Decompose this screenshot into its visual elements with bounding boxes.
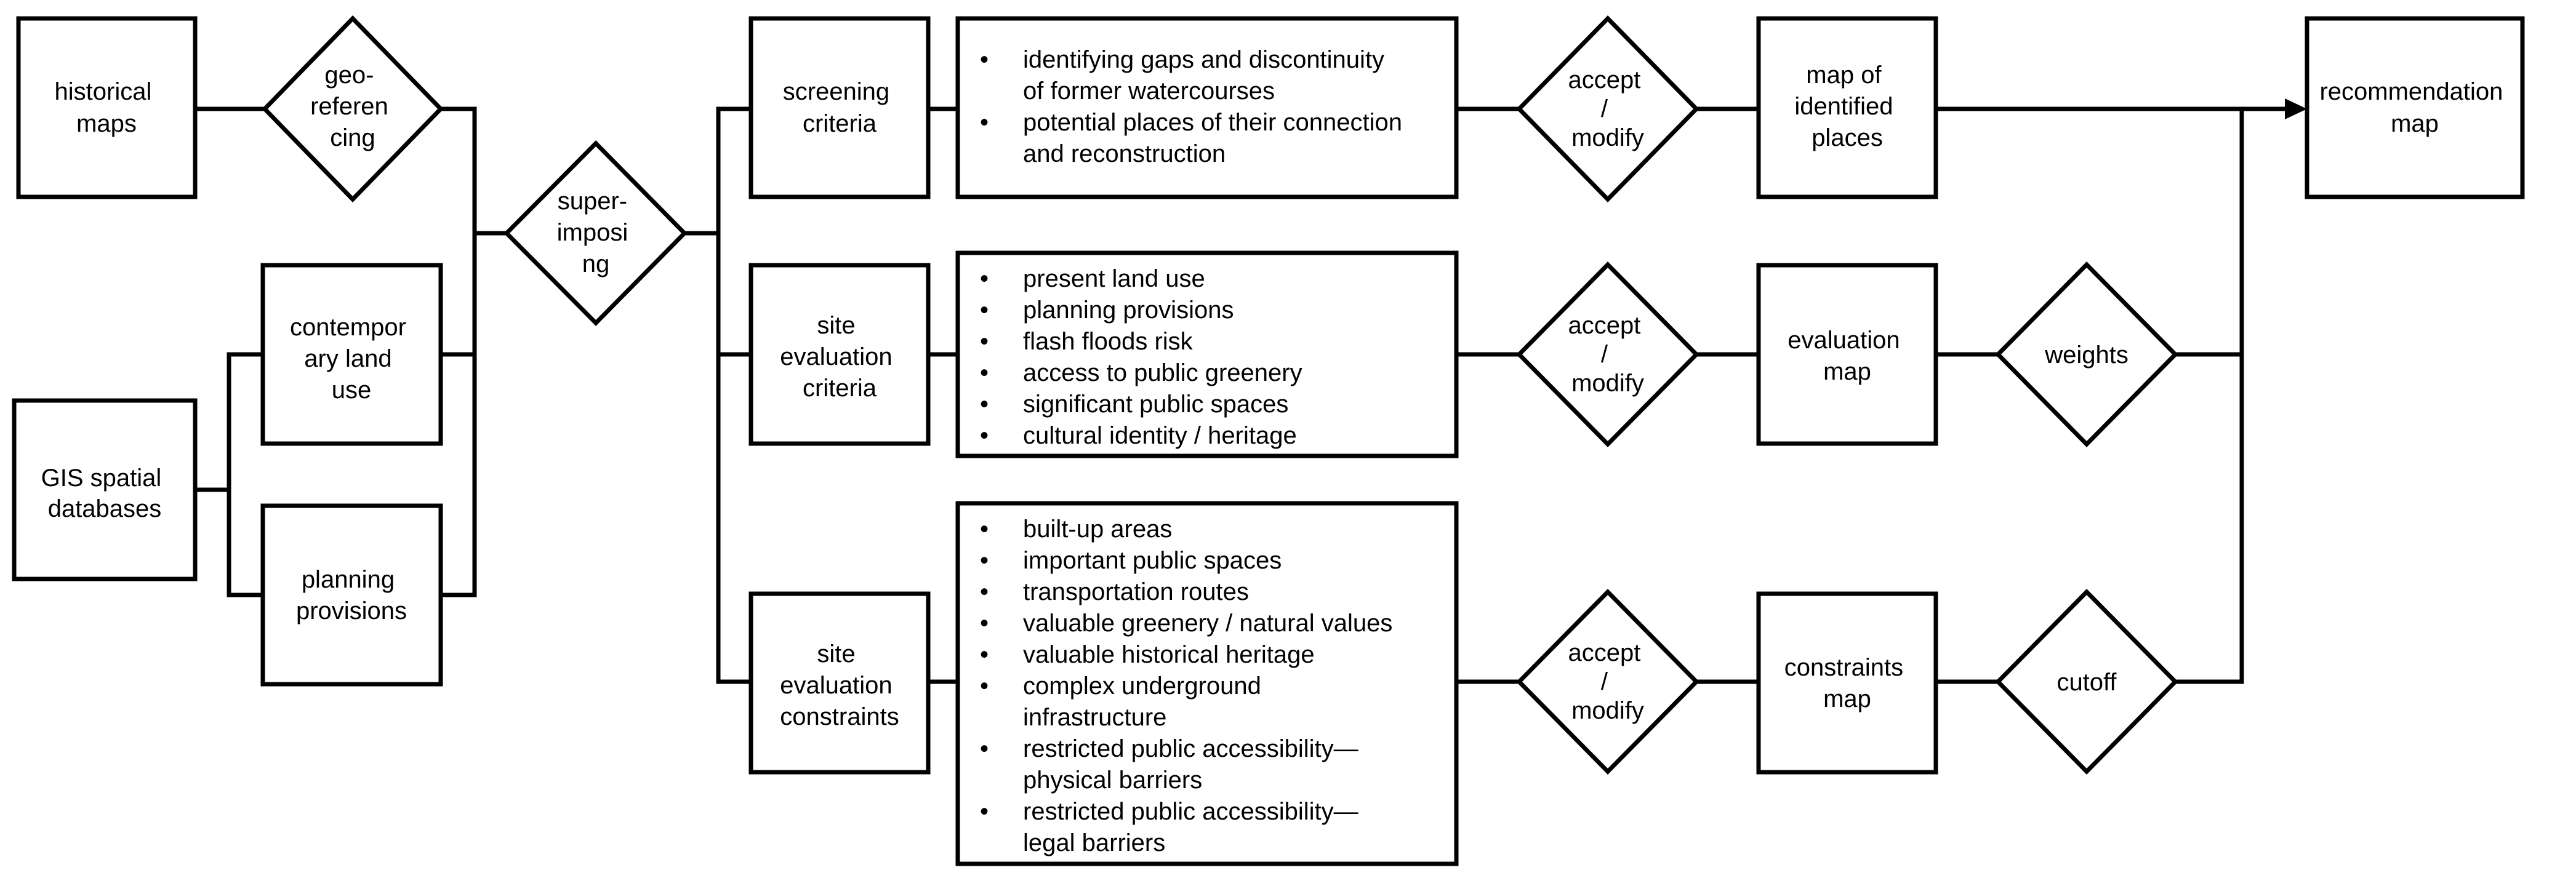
list-item: valuable historical heritage [1023, 641, 1315, 668]
list-item: flash floods risk [1023, 328, 1194, 355]
list-bullet: • [980, 610, 989, 637]
planning-provisions-box [260, 503, 443, 687]
gis-spatial-databases-box [12, 398, 198, 581]
site-evaluation-criteria-label: site evaluation criteria [780, 312, 899, 402]
list-item: transportation routes [1023, 578, 1249, 605]
list-bullet: • [980, 422, 989, 449]
edge-cutoff-bus [2173, 106, 2244, 684]
rectangles [12, 16, 2525, 866]
edge-gis-branches [227, 352, 265, 597]
list-item: restricted public accessibility— [1023, 735, 1358, 762]
node-labels: historical maps geo- referen cing contem… [41, 62, 2510, 730]
list-bullet: • [980, 297, 989, 324]
gis-spatial-databases-label: GIS spatial databases [41, 465, 169, 522]
screening-criteria-box [748, 16, 931, 199]
list-item: potential places of their connection [1023, 109, 1402, 136]
constraints-map-box [1756, 591, 1938, 775]
accept-modify-label-1: accept / modify [1568, 66, 1648, 151]
edge-split-criteria [716, 106, 753, 684]
list-bullet: • [980, 109, 989, 136]
list-item: restricted public accessibility— [1023, 798, 1358, 825]
site-evaluation-constraints-label: site evaluation constraints [780, 641, 899, 730]
screening-criteria-list: • identifying gaps and discontinuity of … [980, 46, 1402, 167]
list-item: important public spaces [1023, 547, 1282, 574]
list-bullet: • [980, 672, 989, 700]
weights-diamond [1995, 261, 2178, 447]
planning-provisions-label: planning provisions [296, 566, 407, 625]
list-item: complex underground [1023, 672, 1261, 700]
list-item: identifying gaps and discontinuity [1023, 46, 1384, 73]
list-item: infrastructure [1023, 704, 1166, 731]
list-bullet: • [980, 578, 989, 605]
list-item: and reconstruction [1023, 140, 1226, 167]
evaluation-list-box [955, 250, 1459, 458]
superimposing-diamond [504, 140, 688, 326]
accept-modify-label-2: accept / modify [1568, 312, 1648, 397]
connectors [193, 98, 2307, 684]
list-item: legal barriers [1023, 829, 1165, 856]
superimposing-label: super- imposi ng [557, 188, 635, 277]
recommendation-map-label: recommendation map [2319, 78, 2510, 137]
list-bullet: • [980, 391, 989, 418]
screening-criteria-label: screening criteria [783, 78, 897, 137]
map-of-identified-places-box [1756, 16, 1938, 199]
weights-label: weights [2044, 341, 2129, 369]
list-item: of former watercourses [1023, 78, 1275, 105]
accept-modify-diamond-3 [1516, 589, 1699, 775]
screening-list-box [955, 16, 1459, 199]
list-item: cultural identity / heritage [1023, 422, 1297, 449]
list-item: significant public spaces [1023, 391, 1288, 418]
site-evaluation-constraints-box [748, 591, 931, 775]
site-evaluation-criteria-box [748, 263, 931, 446]
map-of-identified-places-label: map of identified places [1794, 62, 1900, 151]
list-bullet: • [980, 46, 989, 73]
constraints-list-box [955, 501, 1459, 866]
list-bullet: • [980, 735, 989, 762]
recommendation-map-box [2305, 16, 2525, 199]
cutoff-diamond [1995, 589, 2178, 775]
list-bullet: • [980, 265, 989, 292]
list-bullet: • [980, 359, 989, 386]
contemporary-land-use-label: contempor ary land use [290, 314, 413, 404]
constraints-map-label: constraints map [1784, 654, 1911, 712]
contemporary-land-use-box [260, 263, 443, 446]
list-bullet: • [980, 798, 989, 825]
site-evaluation-constraints-list: • built-up areas • important public spac… [980, 516, 1392, 856]
site-evaluation-criteria-list: • present land use • planning provisions… [980, 265, 1302, 449]
accept-modify-diamond-1 [1516, 15, 1699, 203]
historical-maps-label: historical maps [55, 78, 159, 137]
arrowhead [2285, 98, 2307, 119]
georeferencing-diamond [262, 15, 444, 203]
evaluation-map-box [1756, 263, 1938, 446]
evaluation-map-label: evaluation map [1788, 327, 1907, 385]
list-item: valuable greenery / natural values [1023, 610, 1392, 637]
list-item: physical barriers [1023, 767, 1202, 794]
list-bullet: • [980, 641, 989, 668]
edge-georef-bus [411, 106, 477, 597]
cutoff-label: cutoff [2056, 669, 2117, 696]
accept-modify-diamond-2 [1516, 261, 1699, 447]
list-item: access to public greenery [1023, 359, 1302, 386]
accept-modify-label-3: accept / modify [1568, 639, 1648, 724]
list-item: planning provisions [1023, 297, 1234, 324]
diamonds [262, 15, 2178, 775]
historical-maps-box [16, 16, 198, 199]
list-item: built-up areas [1023, 516, 1172, 543]
list-bullet: • [980, 516, 989, 543]
list-bullet: • [980, 547, 989, 574]
list-bullet: • [980, 328, 989, 355]
georeferencing-label: geo- referen cing [310, 62, 395, 151]
list-item: present land use [1023, 265, 1205, 292]
